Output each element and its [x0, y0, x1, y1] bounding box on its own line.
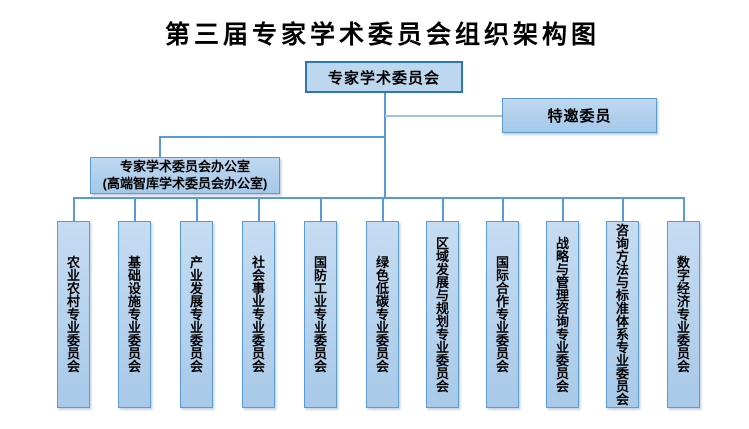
node-committee-consulting-methods-standards: 咨询方法与标准体系专业委员会: [606, 221, 639, 408]
node-committee-defense-industry: 国防工业专业委员会: [304, 221, 337, 408]
connector-stub-5: [319, 198, 322, 221]
node-invited-members-label: 特邀委员: [547, 108, 612, 125]
connector-office-branch-h: [159, 136, 385, 138]
connector-stub-4: [257, 198, 260, 221]
node-committee-office-line1: 专家学术委员会办公室: [119, 158, 250, 174]
node-committee-office-line2: (高端智库学术委员会办公室): [102, 175, 268, 191]
connector-stub-8: [501, 198, 504, 221]
connector-trunk: [384, 93, 386, 198]
node-committee-agriculture-rural: 农业农村专业委员会: [57, 221, 90, 408]
node-committee-international-cooperation: 国际合作专业委员会: [486, 221, 519, 408]
connector-children-rail: [72, 197, 685, 199]
node-expert-academic-committee: 专家学术委员会: [305, 61, 463, 93]
connector-stub-1: [72, 198, 75, 221]
node-committee-industry-development: 产业发展专业委员会: [180, 221, 213, 408]
connector-stub-9: [561, 198, 564, 221]
node-committee-green-low-carbon: 绿色低碳专业委员会: [366, 221, 399, 408]
node-committee-digital-economy: 数字经济专业委员会: [667, 221, 700, 408]
chart-title: 第三届专家学术委员会组织架构图: [164, 22, 600, 49]
connector-stub-11: [682, 198, 685, 221]
connector-stub-6: [381, 198, 384, 221]
node-committee-infrastructure: 基础设施专业委员会: [118, 221, 151, 408]
node-committee-social-affairs: 社会事业专业委员会: [242, 221, 275, 408]
connector-stub-10: [621, 198, 624, 221]
node-committee-regional-development-planning: 区域发展与规划专业委员会: [426, 221, 459, 408]
node-committee-strategy-management-consulting: 战略与管理咨询专业委员会: [546, 221, 579, 408]
connector-stub-2: [133, 198, 136, 221]
connector-office-branch-v: [159, 136, 161, 157]
node-invited-members: 特邀委员: [502, 98, 657, 133]
node-committee-office: 专家学术委员会办公室 (高端智库学术委员会办公室): [90, 157, 280, 194]
connector-stub-7: [441, 198, 444, 221]
connector-invited-branch: [385, 115, 502, 117]
connector-stub-3: [195, 198, 198, 221]
node-expert-academic-committee-label: 专家学术委员会: [327, 69, 440, 87]
